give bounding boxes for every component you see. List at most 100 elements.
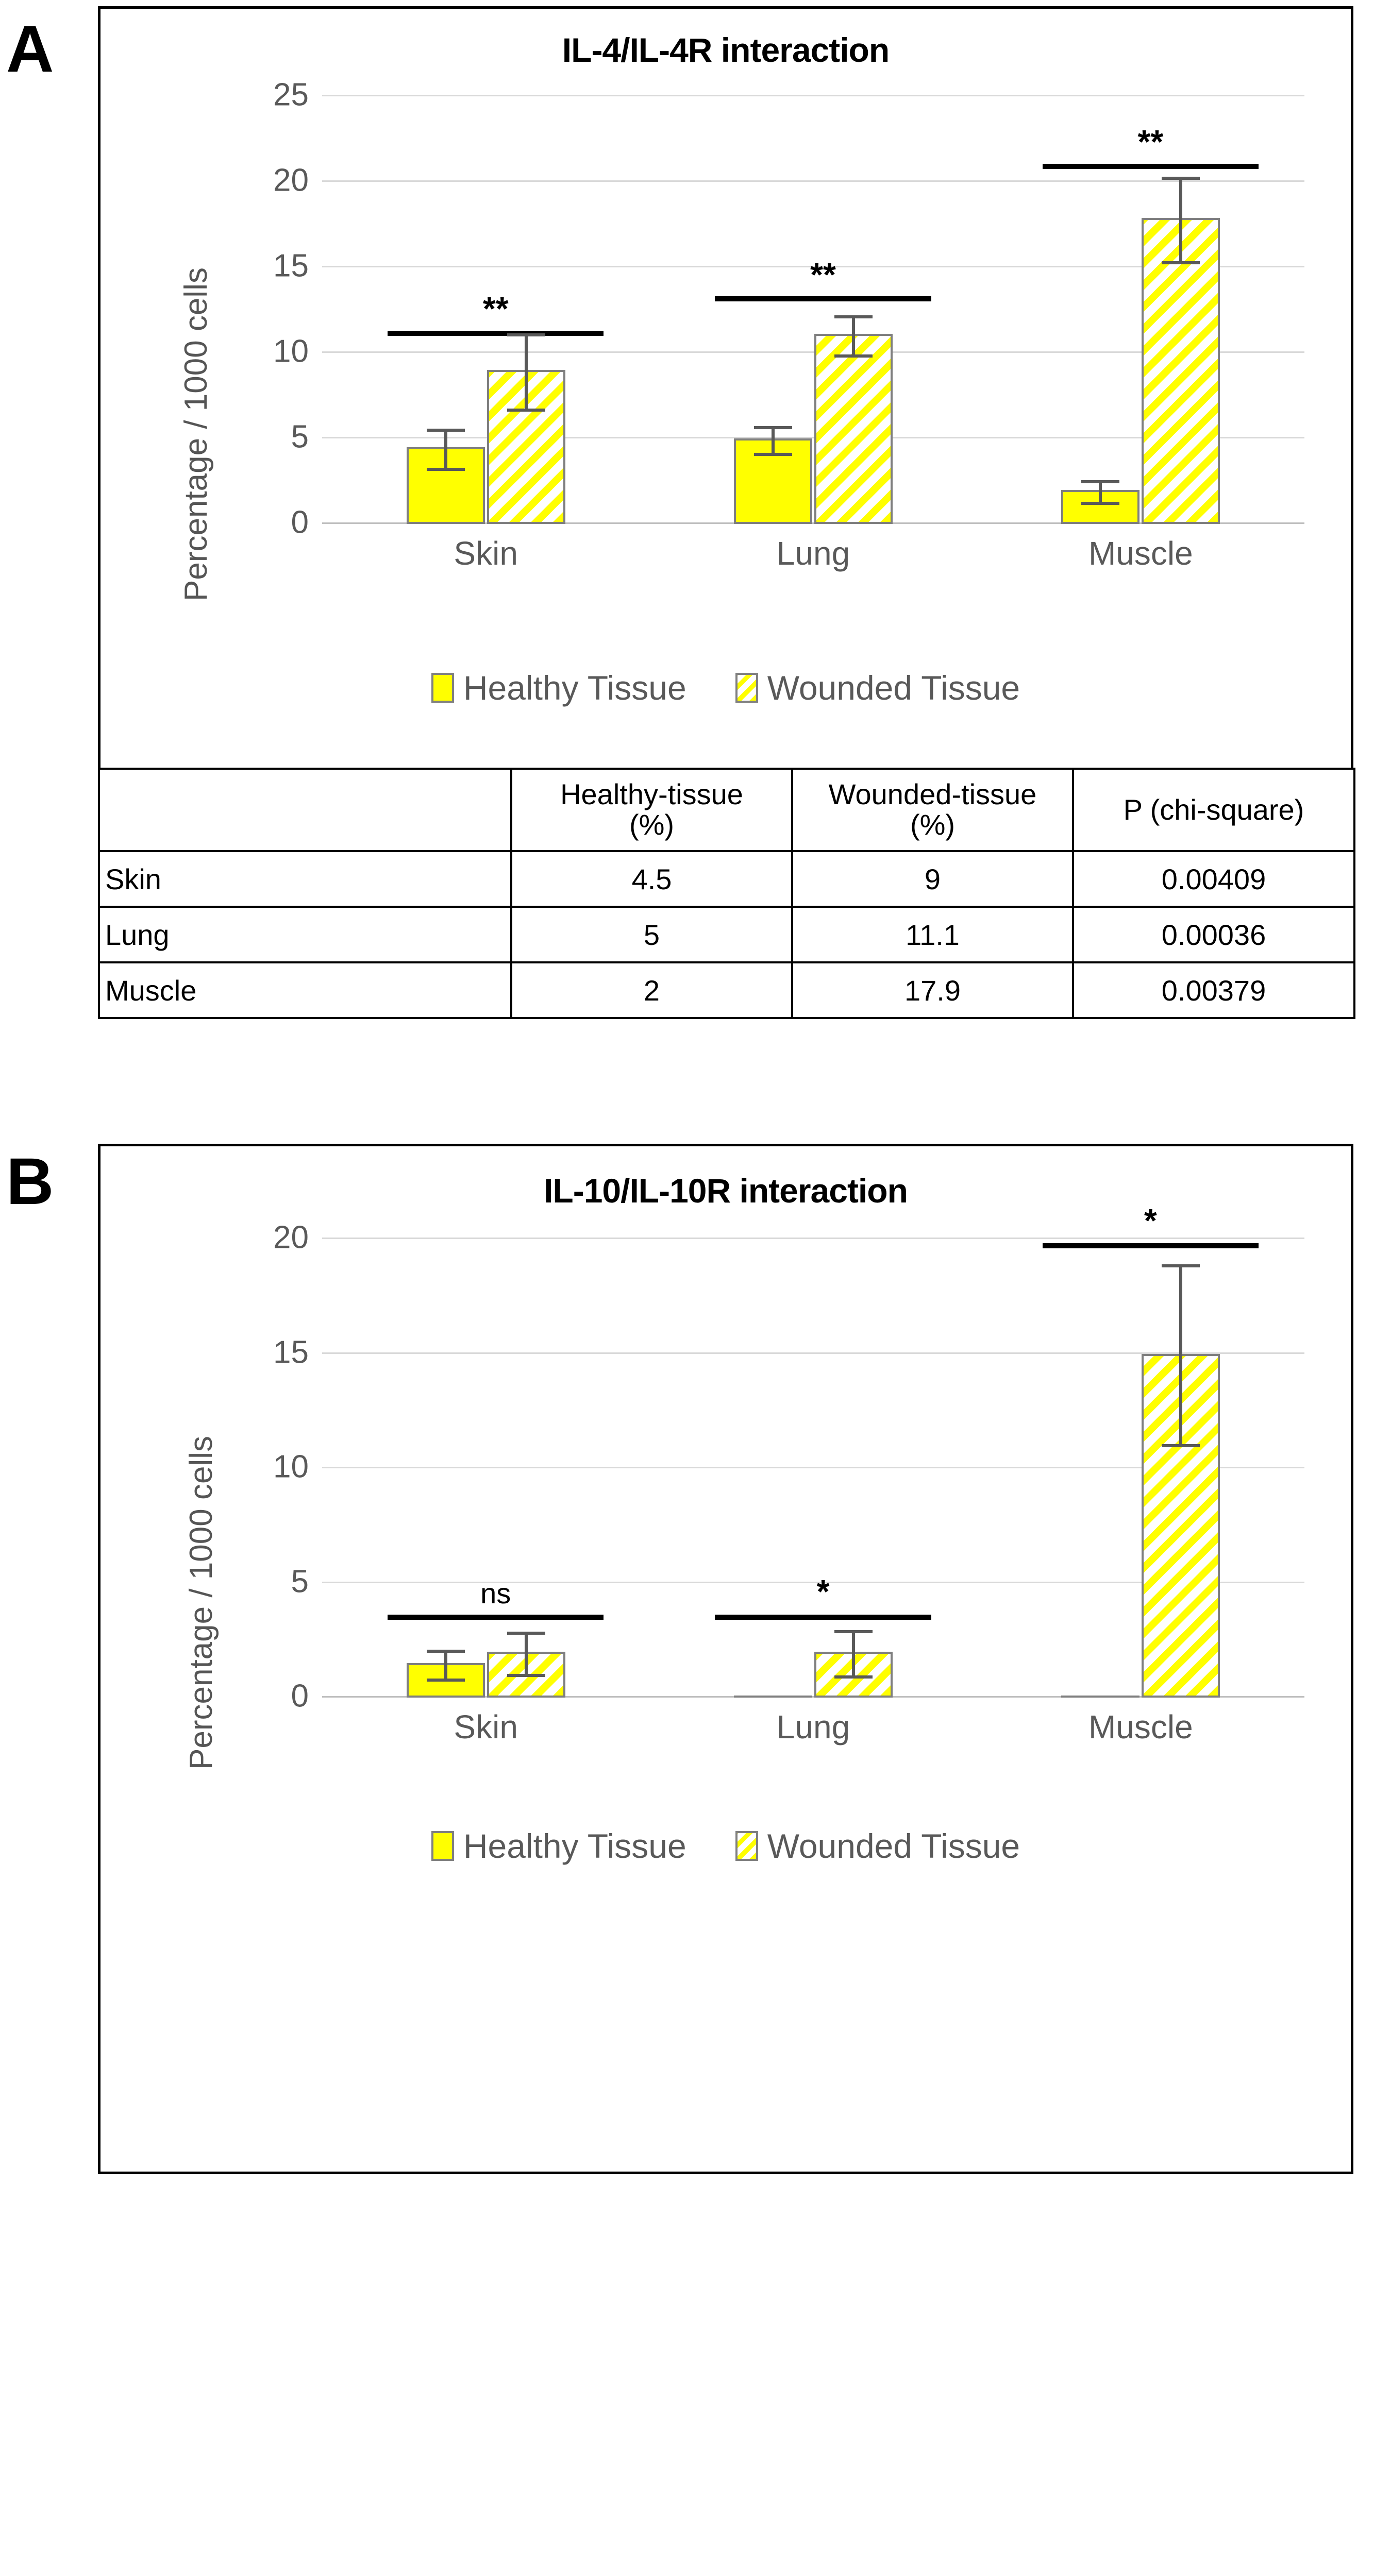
chart-a-title: IL-4/IL-4R interaction — [562, 31, 890, 69]
chart-b-ylabel: Percentage / 1000 cells — [183, 1436, 219, 1770]
table-a: Healthy-tissue (%) Wounded-tissue (%) P … — [98, 768, 1355, 1019]
table-a-header-wounded-line1: Wounded-tissue — [828, 778, 1037, 811]
gridline-10: 10 — [273, 334, 1304, 369]
significance-mark-skin: ** — [482, 290, 509, 328]
solid-yellow-swatch-icon — [431, 1831, 454, 1861]
legend-label-wounded: Wounded Tissue — [767, 1827, 1020, 1865]
table-a-row0-healthy: 4.5 — [510, 850, 793, 908]
legend-item-wounded: Wounded Tissue — [735, 1826, 1020, 1866]
table-a-row2-pvalue: 0.00379 — [1072, 961, 1355, 1019]
table-a-row0-wounded: 9 — [791, 850, 1074, 908]
chart-a-plot: Percentage / 1000 cells 0 5 10 15 20 — [100, 77, 1351, 612]
ytick-a-5: 5 — [291, 419, 309, 455]
significance-bar-lung — [715, 1614, 931, 1620]
chart-b-plot: Percentage / 1000 cells 0 5 10 15 20 — [100, 1204, 1351, 1785]
bar-group-skin: ns — [322, 1239, 649, 1698]
table-a-row2-healthy: 2 — [510, 961, 793, 1019]
xlabel-lung: Lung — [776, 1708, 850, 1745]
chart-a-groups: ** — [322, 96, 1304, 524]
xlabel-muscle: Muscle — [1088, 1708, 1193, 1745]
gridline-5: 5 — [291, 1564, 1304, 1599]
bar-group-skin: ** — [322, 96, 649, 524]
bar-skin-wounded — [487, 333, 565, 524]
ytick-a-25: 25 — [273, 77, 309, 113]
significance-mark-lung: * — [816, 1573, 830, 1611]
legend-item-healthy: Healthy Tissue — [431, 1826, 686, 1866]
table-a-header-healthy-line1: Healthy-tissue — [560, 778, 743, 811]
table-a-row2-label: Muscle — [98, 961, 512, 1019]
legend-label-healthy: Healthy Tissue — [463, 669, 686, 707]
ytick-b-15: 15 — [273, 1334, 309, 1370]
table-a-row2-wounded: 17.9 — [791, 961, 1074, 1019]
gridline-0: 0 — [291, 1679, 1304, 1714]
table-a-header-blank — [98, 768, 512, 852]
chart-b-title: IL-10/IL-10R interaction — [544, 1172, 908, 1210]
bar-muscle-wounded — [1142, 176, 1220, 524]
bar-lung-wounded — [814, 315, 893, 524]
table-row: Muscle 2 17.9 0.00379 — [98, 961, 1355, 1019]
legend-item-healthy: Healthy Tissue — [431, 668, 686, 707]
ytick-a-15: 15 — [273, 248, 309, 284]
hatched-yellow-swatch-icon — [735, 1831, 758, 1861]
table-row: Skin 4.5 9 0.00409 — [98, 850, 1355, 908]
bar-group-muscle: * — [977, 1204, 1304, 1698]
significance-bar-skin — [388, 1614, 604, 1620]
chart-b-plot-area: 0 5 10 15 20 ns — [273, 1204, 1304, 1714]
table-a-header-wounded-line2: (%) — [910, 808, 956, 841]
table-a-row1-pvalue: 0.00036 — [1072, 906, 1355, 963]
bar-lung-wounded — [814, 1630, 893, 1698]
chart-a-xlabels: Skin Lung Muscle — [322, 534, 1304, 572]
gridline-5: 5 — [291, 419, 1304, 455]
panel-b-box: IL-10/IL-10R interaction Percentage / 10… — [98, 1144, 1353, 2174]
bar-group-lung: ** — [649, 96, 977, 524]
table-a-header-healthy-line2: (%) — [629, 808, 675, 841]
table-a-row0-pvalue: 0.00409 — [1072, 850, 1355, 908]
chart-b-xlabels: Skin Lung Muscle — [322, 1708, 1304, 1746]
table-a-row1-wounded: 11.1 — [791, 906, 1074, 963]
chart-a-plot-area: 0 5 10 15 20 25 — [273, 77, 1304, 540]
table-a-header-wounded: Wounded-tissue (%) — [791, 768, 1074, 852]
chart-b-legend: Healthy Tissue Wounded Tissue — [100, 1826, 1351, 1866]
table-a-row1-label: Lung — [98, 906, 512, 963]
bar-group-lung: * — [649, 1239, 977, 1698]
ytick-b-0: 0 — [291, 1678, 309, 1714]
significance-mark-skin: ns — [480, 1577, 511, 1610]
panel-a: A IL-4/IL-4R interaction Percentage / 10… — [0, 0, 1374, 1019]
xlabel-skin: Skin — [454, 1708, 518, 1745]
ytick-a-20: 20 — [273, 162, 309, 198]
ytick-b-10: 10 — [273, 1449, 309, 1485]
gridline-20: 20 — [273, 1220, 1304, 1256]
significance-bar-skin — [388, 330, 604, 336]
bar-muscle-wounded — [1142, 1264, 1220, 1698]
ytick-a-10: 10 — [273, 333, 309, 369]
table-a-header-row: Healthy-tissue (%) Wounded-tissue (%) P … — [98, 768, 1355, 852]
bar-muscle-healthy — [1061, 480, 1140, 524]
ytick-b-20: 20 — [273, 1219, 309, 1256]
bar-lung-healthy — [733, 426, 812, 524]
significance-bar-muscle — [1042, 164, 1259, 170]
gridline-15: 15 — [273, 248, 1304, 284]
table-row: Lung 5 11.1 0.00036 — [98, 906, 1355, 963]
bar-group-muscle: ** — [977, 96, 1304, 524]
legend-item-wounded: Wounded Tissue — [735, 668, 1020, 707]
ytick-b-5: 5 — [291, 1564, 309, 1599]
bar-skin-healthy — [406, 428, 485, 524]
legend-label-healthy: Healthy Tissue — [463, 1827, 686, 1865]
hatched-yellow-swatch-icon — [735, 673, 758, 703]
table-a-header-pvalue: P (chi-square) — [1072, 768, 1355, 852]
bar-muscle-healthy — [1061, 1695, 1140, 1698]
solid-yellow-swatch-icon — [431, 673, 454, 703]
significance-mark-lung: ** — [810, 256, 836, 293]
significance-mark-muscle: ** — [1137, 123, 1164, 161]
ytick-a-0: 0 — [291, 504, 309, 540]
chart-a-legend: Healthy Tissue Wounded Tissue — [100, 668, 1351, 707]
legend-label-wounded: Wounded Tissue — [767, 669, 1020, 707]
significance-mark-muscle: * — [1144, 1201, 1157, 1239]
bar-skin-wounded — [487, 1632, 565, 1698]
xlabel-skin: Skin — [454, 535, 518, 572]
table-a-header-healthy: Healthy-tissue (%) — [510, 768, 793, 852]
bar-lung-healthy — [733, 1695, 812, 1698]
panel-b-letter: B — [6, 1145, 54, 1218]
chart-b-groups: ns — [322, 1204, 1304, 1698]
significance-bar-lung — [715, 296, 931, 302]
